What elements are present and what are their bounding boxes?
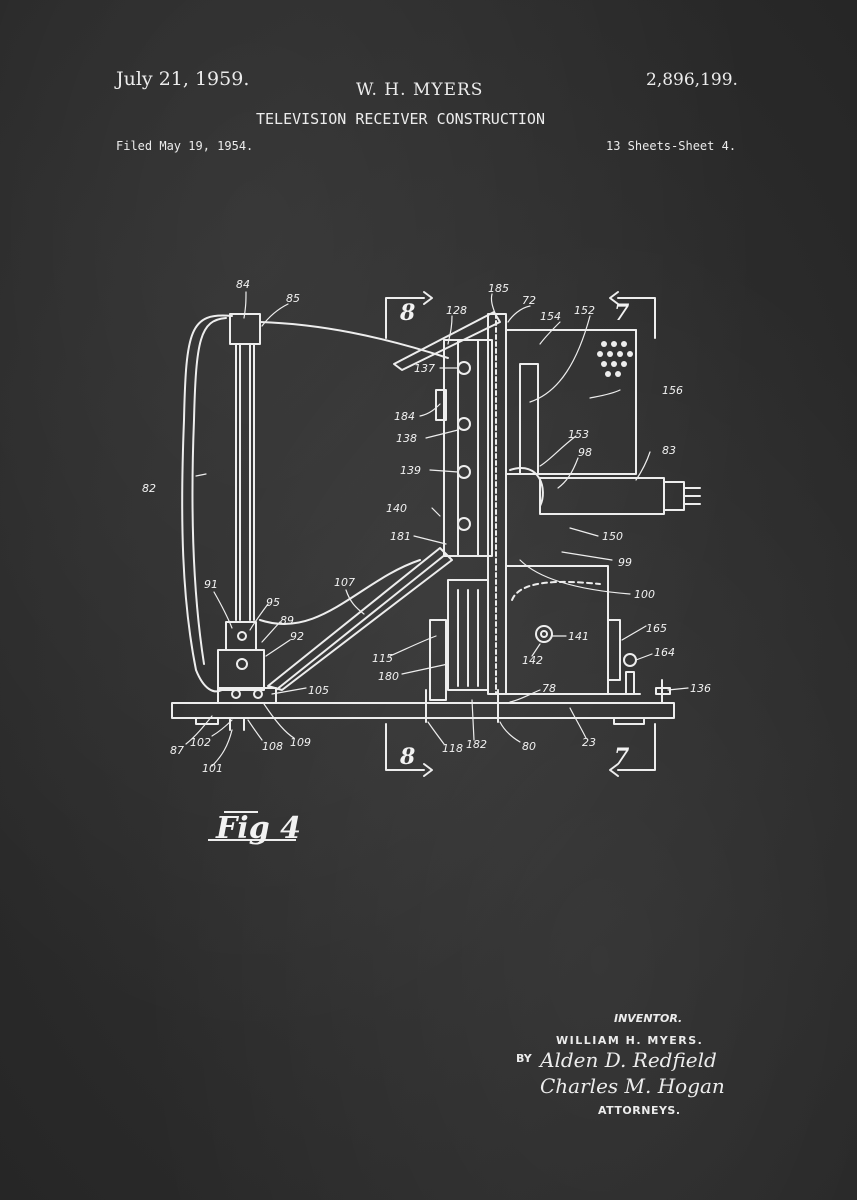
mask <box>393 311 501 371</box>
attorneys-label: ATTORNEYS. <box>598 1104 681 1117</box>
patent-title: TELEVISION RECEIVER CONSTRUCTION <box>256 110 545 128</box>
ref-numeral: 154 <box>540 310 561 323</box>
by-label: BY <box>516 1052 532 1065</box>
ref-numeral: 185 <box>488 282 509 295</box>
ref-numeral: 91 <box>204 578 218 591</box>
ref-numeral: 99 <box>618 556 632 569</box>
ref-numeral: 101 <box>202 762 223 775</box>
ref-numeral: 137 <box>414 362 435 375</box>
patent-number: 2,896,199. <box>646 70 738 90</box>
base-board <box>171 702 675 719</box>
section-mark-8-top <box>385 297 425 339</box>
ref-numeral: 140 <box>386 502 407 515</box>
section-mark-label: 7 <box>614 300 630 326</box>
crt-face <box>181 314 233 693</box>
ref-numeral: 23 <box>582 736 596 749</box>
ref-numeral: 164 <box>654 646 675 659</box>
ref-numeral: 102 <box>190 736 211 749</box>
ref-numeral: 184 <box>394 410 415 423</box>
ref-numeral: 150 <box>602 530 623 543</box>
ref-numeral: 136 <box>690 682 711 695</box>
front-bracket <box>217 649 265 691</box>
lower-cabinet <box>505 565 609 695</box>
figure-label-text: Fig 4 <box>215 811 301 846</box>
ref-numeral: 138 <box>396 432 417 445</box>
ref-numeral: 82 <box>142 482 156 495</box>
ref-numeral: 95 <box>266 596 280 609</box>
ref-numeral: 180 <box>378 670 399 683</box>
section-mark-8-bottom <box>385 723 425 771</box>
ref-numeral: 78 <box>542 682 556 695</box>
ref-numeral: 109 <box>290 736 311 749</box>
ref-numeral: 108 <box>262 740 283 753</box>
ref-numeral: 142 <box>522 654 543 667</box>
ref-numeral: 100 <box>634 588 655 601</box>
ref-numeral: 92 <box>290 630 304 643</box>
ref-numeral: 165 <box>646 622 667 635</box>
tube-neck <box>539 477 665 515</box>
ref-numeral: 156 <box>662 384 683 397</box>
ref-numeral: 182 <box>466 738 487 751</box>
ref-numeral: 105 <box>308 684 329 697</box>
ref-numeral: 84 <box>236 278 250 291</box>
ref-numeral: 128 <box>446 304 467 317</box>
chassis-upright <box>443 339 493 557</box>
ref-numeral: 89 <box>280 614 294 627</box>
ref-numeral: 87 <box>170 744 184 757</box>
crt-bell <box>259 321 449 359</box>
ref-numeral: 107 <box>334 576 355 589</box>
ref-numeral: 72 <box>522 294 536 307</box>
ref-numeral: 152 <box>574 304 595 317</box>
section-mark-7-bottom <box>617 723 656 771</box>
section-mark-label: 8 <box>399 300 415 326</box>
ref-numeral: 153 <box>568 428 589 441</box>
ref-numeral: 141 <box>568 630 589 643</box>
attorney-signature-1: Alden D. Redfield <box>540 1048 717 1072</box>
ref-numeral: 83 <box>662 444 676 457</box>
patent-date: July 21, 1959. <box>116 68 250 90</box>
ref-numeral: 181 <box>390 530 411 543</box>
bezel-top <box>229 313 261 345</box>
inventor-name: WILLIAM H. MYERS. <box>556 1034 704 1047</box>
section-mark-7-top <box>617 297 656 339</box>
figure-label: Fig 4 <box>208 811 301 846</box>
section-mark-label: 7 <box>614 744 630 770</box>
inventor-header: W. H. MYERS <box>356 80 484 100</box>
ref-numeral: 118 <box>442 742 463 755</box>
inventor-heading: INVENTOR. <box>614 1012 683 1025</box>
right-housing <box>505 329 637 475</box>
section-mark-label: 8 <box>399 744 415 770</box>
ref-numeral: 139 <box>400 464 421 477</box>
base-foot <box>195 717 219 725</box>
ref-numeral: 85 <box>286 292 300 305</box>
attorney-signature-2: Charles M. Hogan <box>540 1074 725 1098</box>
base-foot <box>613 717 645 725</box>
ref-numeral: 98 <box>578 446 592 459</box>
lower-chassis <box>447 579 489 691</box>
filed-date: Filed May 19, 1954. <box>116 139 254 153</box>
sheet-count: 13 Sheets-Sheet 4. <box>606 139 737 153</box>
ref-numeral: 80 <box>522 740 536 753</box>
ref-numeral: 115 <box>372 652 393 665</box>
